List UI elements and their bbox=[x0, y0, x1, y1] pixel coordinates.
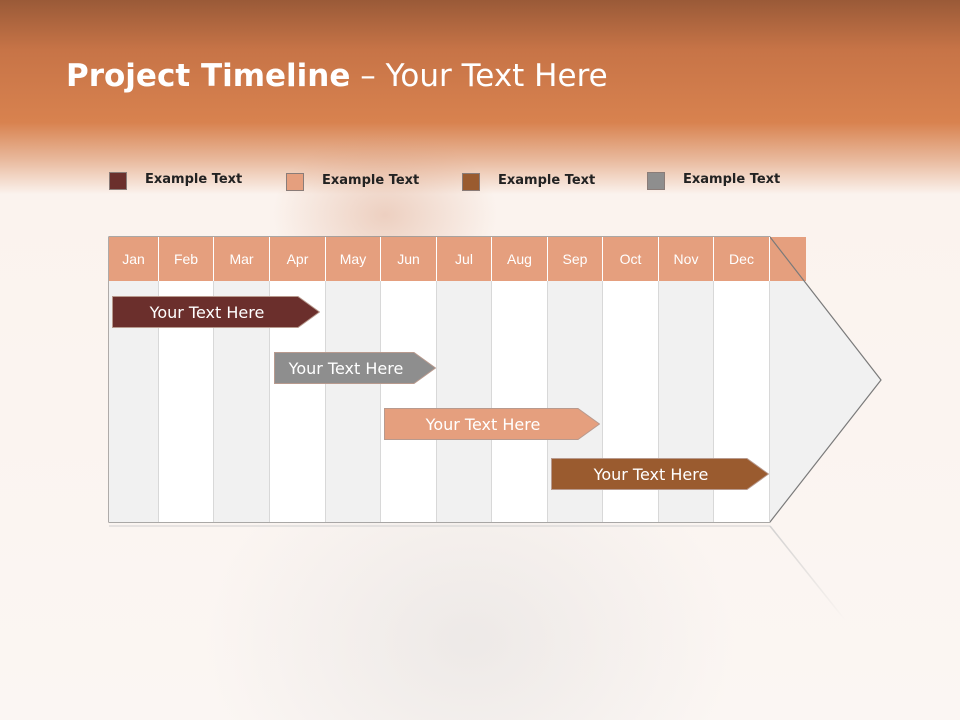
legend-label: Example Text bbox=[498, 173, 596, 188]
legend-swatch bbox=[647, 172, 665, 190]
legend-label: Example Text bbox=[683, 172, 781, 187]
task-arrow-shape bbox=[274, 352, 436, 384]
month-header-aug: Aug bbox=[492, 237, 548, 281]
month-header-mar: Mar bbox=[214, 237, 270, 281]
task-bar-1[interactable]: Your Text Here bbox=[112, 296, 320, 328]
month-column bbox=[326, 281, 381, 522]
month-header-oct: Oct bbox=[603, 237, 659, 281]
legend-swatch bbox=[462, 173, 480, 191]
month-header-sep: Sep bbox=[548, 237, 603, 281]
task-label: Your Text Here bbox=[149, 302, 265, 322]
task-label: Your Text Here bbox=[288, 358, 404, 378]
month-header-dec: Dec bbox=[714, 237, 770, 281]
month-header-feb: Feb bbox=[159, 237, 214, 281]
task-arrow-shape bbox=[112, 296, 320, 328]
legend-swatch bbox=[286, 173, 304, 191]
month-header-may: May bbox=[326, 237, 381, 281]
task-bar-4[interactable]: Your Text Here bbox=[551, 458, 769, 490]
month-header-jul: Jul bbox=[437, 237, 492, 281]
task-label: Your Text Here bbox=[593, 464, 709, 484]
month-column bbox=[437, 281, 492, 522]
task-bar-3[interactable]: Your Text Here bbox=[384, 408, 600, 440]
month-header-apr: Apr bbox=[270, 237, 326, 281]
legend-label: Example Text bbox=[145, 172, 243, 187]
title-bold: Project Timeline bbox=[66, 58, 351, 94]
month-column bbox=[381, 281, 437, 522]
legend-swatch bbox=[109, 172, 127, 190]
title-rest: – Your Text Here bbox=[350, 58, 608, 94]
slide-title: Project Timeline – Your Text Here bbox=[66, 58, 608, 94]
task-arrow-shape bbox=[551, 458, 769, 490]
month-header-jun: Jun bbox=[381, 237, 437, 281]
task-bar-2[interactable]: Your Text Here bbox=[274, 352, 436, 384]
month-header-nov: Nov bbox=[659, 237, 714, 281]
month-column bbox=[492, 281, 548, 522]
legend-label: Example Text bbox=[322, 173, 420, 188]
month-header-jan: Jan bbox=[109, 237, 159, 281]
task-arrow-shape bbox=[384, 408, 600, 440]
task-label: Your Text Here bbox=[425, 414, 541, 434]
